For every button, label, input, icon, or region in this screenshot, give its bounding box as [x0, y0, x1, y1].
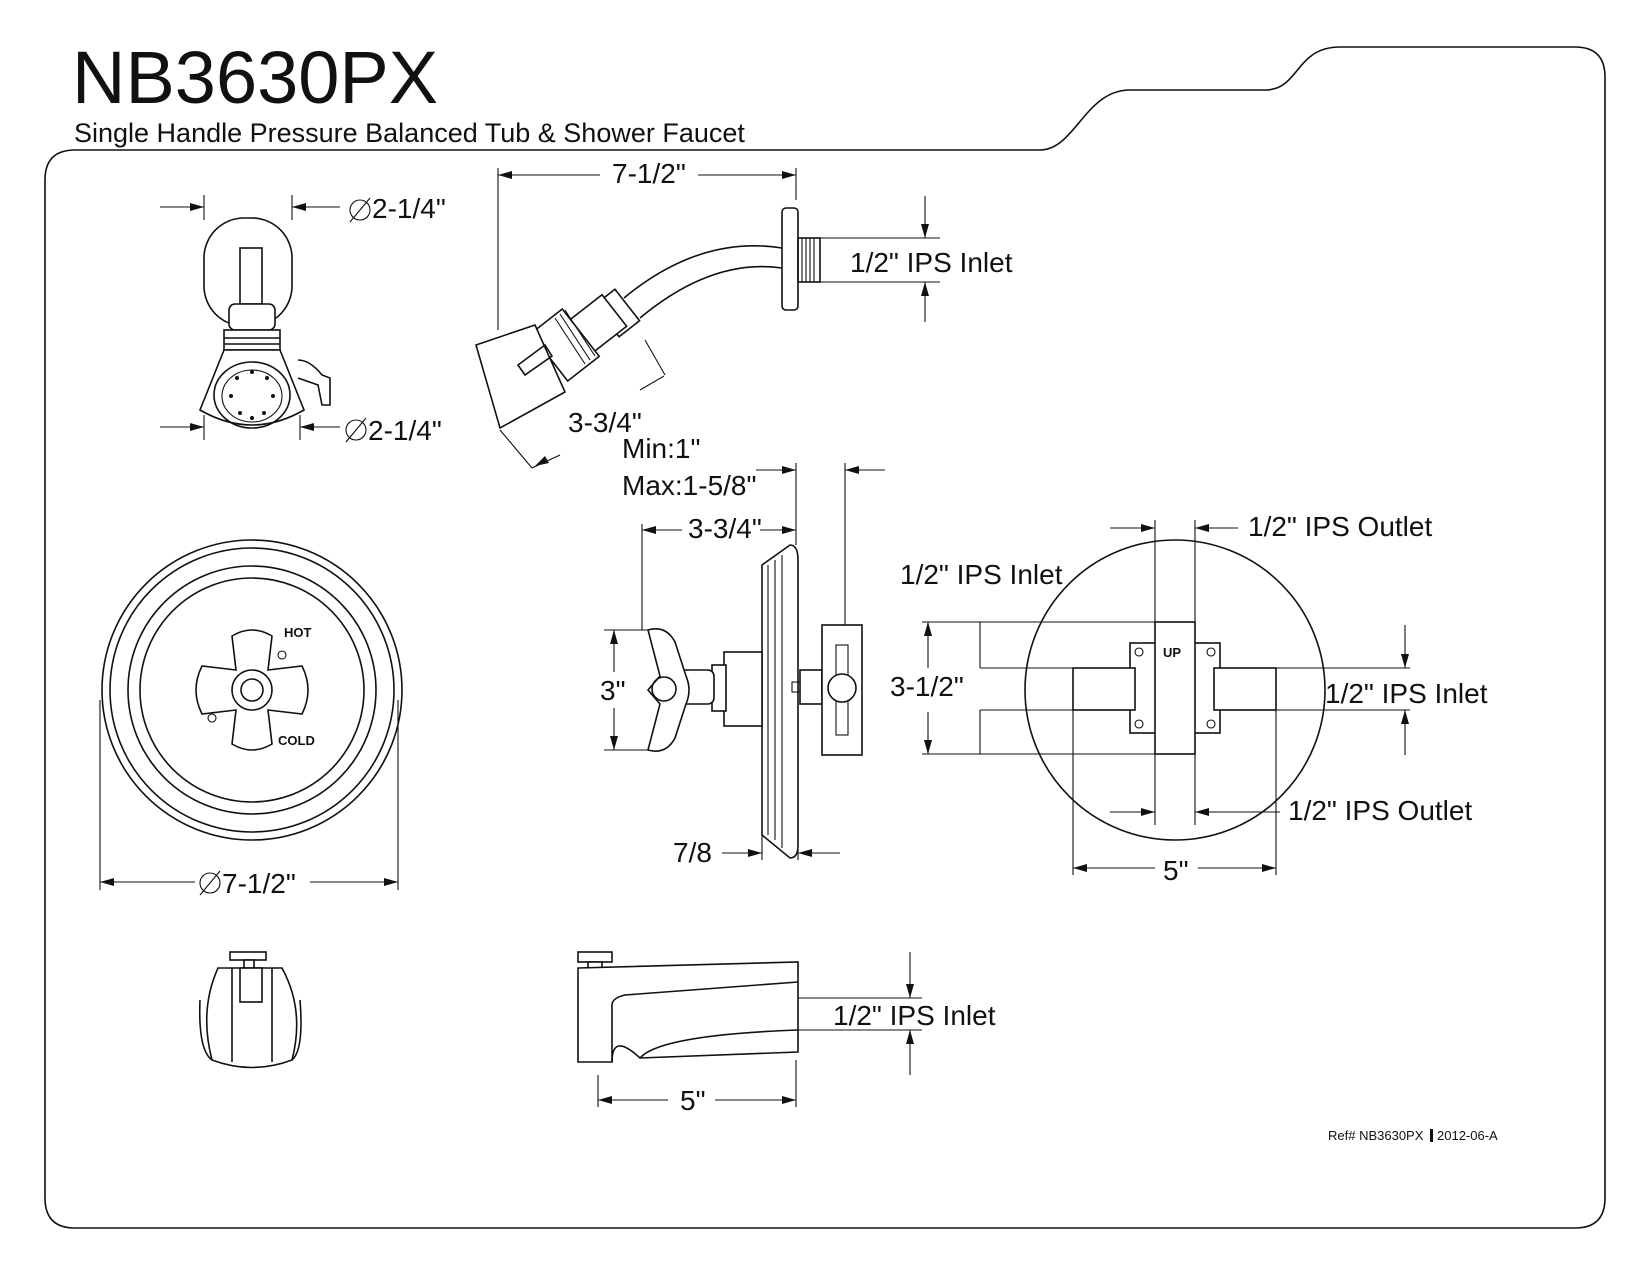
trim-diameter: 7-1/2": [222, 868, 296, 899]
plate-depth: 7/8: [673, 837, 712, 868]
diameter-symbol-icon: [345, 417, 367, 443]
body-width: 5": [1163, 855, 1189, 886]
valve-depth: 3-3/4": [688, 513, 762, 544]
tub-inlet: 1/2" IPS Inlet: [833, 1000, 996, 1031]
valve-body-view: [922, 520, 1410, 875]
valve-trim-front-view: [101, 539, 403, 841]
handle-height: 3": [600, 675, 626, 706]
max-depth: Max:1-5/8": [622, 470, 756, 501]
tub-spout-front-view: [198, 951, 302, 1069]
model-title: NB3630PX: [72, 36, 438, 119]
showerhead-front-view: [160, 195, 340, 440]
valve-side-view: [646, 544, 863, 859]
cold-label: COLD: [278, 733, 315, 748]
sheet-border: [44, 46, 1606, 1229]
revision: 2012-06-A: [1437, 1128, 1498, 1143]
outlet-top: 1/2" IPS Outlet: [1248, 511, 1432, 542]
showerhead-top-diameter: 2-1/4": [372, 193, 446, 224]
showerhead-bottom-diameter: 2-1/4": [368, 415, 442, 446]
showerhead-head-length: 3-3/4": [568, 407, 642, 438]
footer-divider: [1430, 1129, 1433, 1142]
showerhead-length: 7-1/2": [612, 158, 686, 189]
inlet-left: 1/2" IPS Inlet: [900, 559, 1063, 590]
diameter-symbol-icon: [349, 197, 371, 223]
ref-number: Ref# NB3630PX: [1328, 1128, 1424, 1143]
hot-label: HOT: [284, 625, 312, 640]
subtitle: Single Handle Pressure Balanced Tub & Sh…: [74, 118, 745, 148]
cross-handle-icon: [195, 629, 309, 751]
min-depth: Min:1": [622, 433, 700, 464]
showerhead-side-view: [475, 168, 940, 469]
showerhead-inlet: 1/2" IPS Inlet: [850, 247, 1013, 278]
up-label: UP: [1163, 645, 1181, 660]
diameter-symbol-icon: [199, 870, 221, 896]
tub-length: 5": [680, 1085, 706, 1116]
inlet-right: 1/2" IPS Inlet: [1325, 678, 1488, 709]
tub-spout-side-view: [577, 951, 799, 1063]
body-height: 3-1/2": [890, 671, 964, 702]
outlet-bottom: 1/2" IPS Outlet: [1288, 795, 1472, 826]
